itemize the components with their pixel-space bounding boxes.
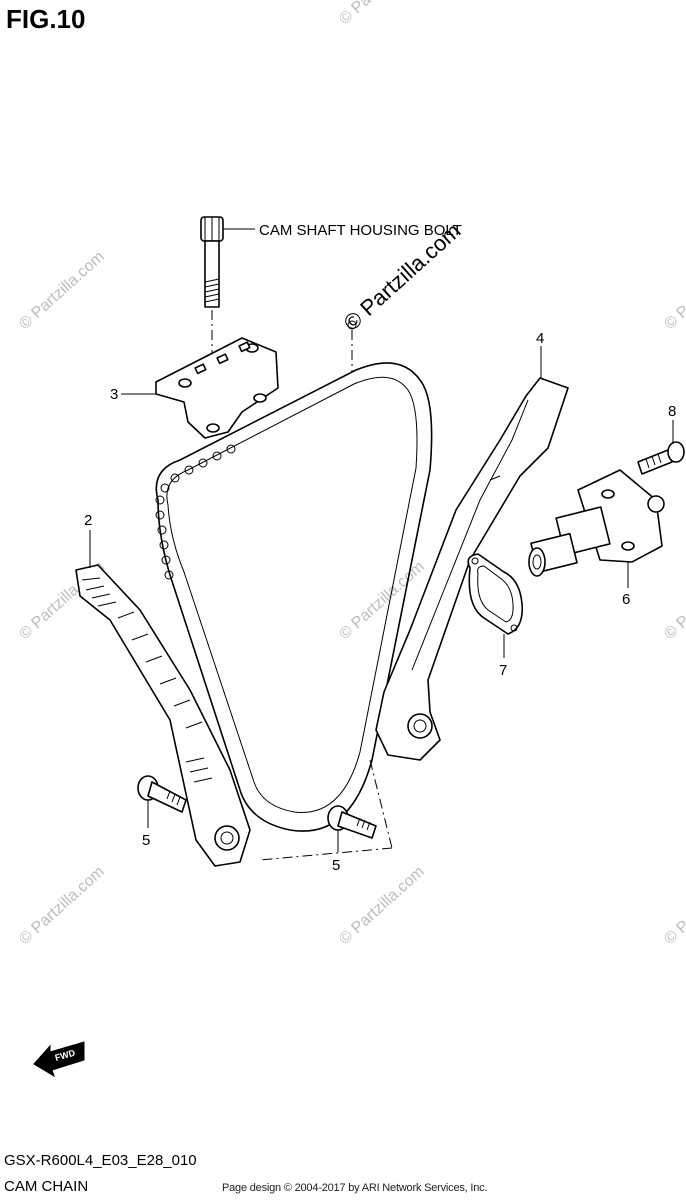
part-5-bolt-right xyxy=(327,805,377,839)
cam-chain xyxy=(155,330,433,832)
part-2-chain-guide xyxy=(75,564,251,867)
callout-part-8: 8 xyxy=(668,403,676,420)
watermark: © Partzilla.com xyxy=(661,248,686,333)
cam-shaft-housing-bolt-label: CAM SHAFT HOUSING BOLT xyxy=(259,222,462,239)
watermark: © Partzilla.com xyxy=(336,863,427,948)
cam-shaft-housing-bolt xyxy=(200,216,255,430)
part-3-guide-bracket xyxy=(155,337,279,439)
callout-part-5-left: 5 xyxy=(142,832,150,849)
part-4-tensioner-arm xyxy=(375,377,569,761)
model-code: GSX-R600L4_E03_E28_010 xyxy=(4,1152,197,1169)
callout-part-7: 7 xyxy=(499,662,507,679)
watermark: © Partzilla.com xyxy=(16,863,107,948)
part-5-bolt-left xyxy=(137,775,187,813)
fwd-arrow-icon: FWD xyxy=(33,1041,85,1078)
watermark: © Partzilla.com xyxy=(336,0,427,28)
chain-marker-icon xyxy=(347,320,357,330)
callout-part-2: 2 xyxy=(84,512,92,529)
callout-part-4: 4 xyxy=(536,330,544,347)
watermark: © Partzilla.com xyxy=(661,863,686,948)
part-7-gasket xyxy=(467,553,524,635)
copyright-notice: Page design © 2004-2017 by ARI Network S… xyxy=(222,1182,488,1194)
figure-title: FIG.10 xyxy=(6,4,86,34)
callout-part-6: 6 xyxy=(622,591,630,608)
watermark: © Partzilla.com xyxy=(16,248,107,333)
part-8-bolt xyxy=(637,441,685,475)
callout-part-3: 3 xyxy=(110,386,118,403)
section-name: CAM CHAIN xyxy=(4,1178,89,1195)
callout-part-5-right: 5 xyxy=(332,857,340,874)
part-6-tensioner-adjuster xyxy=(528,469,665,577)
watermark: © Partzilla.com xyxy=(661,558,686,643)
